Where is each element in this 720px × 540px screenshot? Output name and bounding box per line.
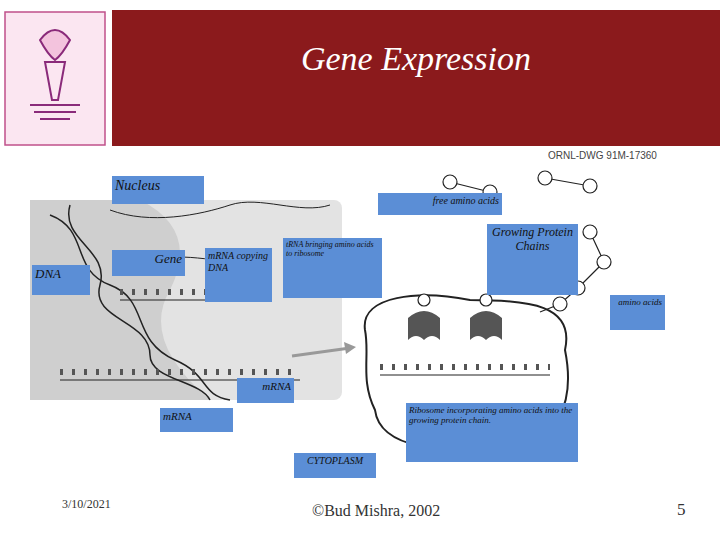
label-text: mRNA copying DNA	[208, 250, 269, 273]
drawing-number: ORNL-DWG 91M-17360	[548, 150, 657, 161]
label-text: mRNA	[240, 380, 291, 393]
date: 3/10/2021	[62, 497, 111, 512]
dna-helix	[50, 202, 330, 400]
mrna-in-ribosome	[380, 367, 550, 375]
label-box: Growing Protein Chains	[487, 224, 578, 295]
label-box: tRNA bringing amino acids to ribosome	[283, 238, 382, 298]
copyright: ©Bud Mishra, 2002	[312, 502, 440, 520]
label-text: CYTOPLASM	[297, 455, 373, 467]
label-box: amino acids	[610, 295, 665, 330]
label-box: CYTOPLASM	[294, 453, 376, 478]
slide-title: Gene Expression	[112, 40, 720, 78]
label-text: Growing Protein Chains	[490, 226, 575, 254]
label-text: mRNA	[163, 410, 230, 423]
label-box: Gene	[112, 250, 185, 276]
label-box: DNA	[32, 265, 90, 295]
title-bar	[112, 10, 720, 146]
amino-acid	[349, 171, 611, 311]
flow-arrow	[292, 348, 350, 356]
label-box: mRNA	[160, 408, 233, 432]
label-box: free amino acids	[378, 193, 502, 215]
label-box: Nucleus	[112, 176, 204, 204]
label-text: amino acids	[613, 297, 662, 307]
page-number: 5	[677, 500, 686, 520]
nucleus-region	[30, 200, 342, 400]
label-text: DNA	[35, 267, 87, 282]
label-text: free amino acids	[381, 195, 499, 207]
label-text: Nucleus	[115, 178, 201, 194]
label-box: mRNA	[237, 378, 294, 403]
mrna-strand	[60, 292, 300, 380]
label-text: Gene	[115, 252, 182, 267]
label-text: tRNA bringing amino acids to ribosome	[286, 240, 379, 258]
logo-torch	[30, 30, 80, 119]
label-box: mRNA copying DNA	[205, 248, 272, 302]
arrow-head	[344, 342, 356, 354]
logo	[5, 12, 105, 145]
label-box: Ribosome incorporating amino acids into …	[406, 403, 578, 462]
label-text: Ribosome incorporating amino acids into …	[409, 405, 575, 426]
